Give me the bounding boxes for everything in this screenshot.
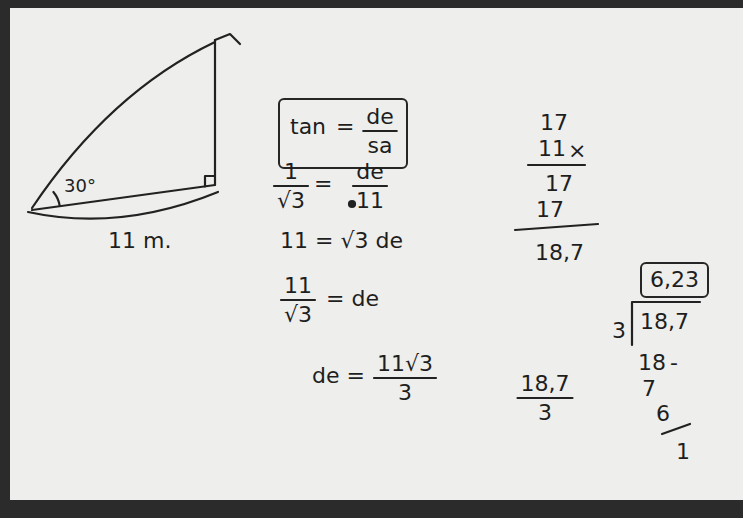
formula-text: 6,23	[650, 267, 699, 292]
formula-text: 18,7	[521, 371, 570, 396]
multiply-rule	[528, 164, 585, 166]
formula-text: 11	[356, 188, 384, 213]
ink-dot	[349, 201, 355, 207]
formula-text: 11√3	[377, 351, 433, 376]
triangle-hypotenuse	[32, 42, 215, 208]
top-flag-mark	[215, 34, 240, 44]
board-surface	[10, 8, 743, 500]
formula-text: de	[356, 159, 384, 184]
formula-text: de =	[312, 363, 365, 388]
formula-text: =	[314, 171, 332, 196]
division-digit: 6	[656, 401, 670, 426]
division-digit: 7	[642, 376, 656, 401]
division-bracket	[632, 302, 700, 345]
division-digit: 18	[638, 350, 666, 375]
formula-text: 11 = √3 de	[280, 228, 403, 253]
fraction-bar	[281, 299, 315, 301]
dimension-label: 11 m.	[108, 228, 171, 253]
angle-arc	[53, 192, 59, 206]
division-digit: 3	[612, 318, 626, 343]
formula-text: 3	[398, 380, 412, 405]
formula-text: tan	[290, 114, 326, 139]
fraction-bar	[363, 130, 397, 132]
right-angle-mark	[205, 176, 215, 187]
formula-text: √3	[277, 188, 305, 213]
fraction-bar	[518, 397, 573, 399]
triangle-height	[214, 40, 216, 185]
formula-text: 11	[284, 273, 312, 298]
multiplication-digit: 18,7	[535, 240, 584, 265]
sum-rule	[515, 224, 598, 230]
division-digit: 1	[676, 439, 690, 464]
formula-text: = de	[326, 286, 379, 311]
formula-text: de	[366, 104, 394, 129]
formula-text: 3	[538, 400, 552, 425]
fraction-bar	[353, 185, 387, 187]
formula-text: 1	[284, 159, 298, 184]
multiplication-digit: 17	[545, 171, 573, 196]
formula-text: =	[336, 114, 354, 139]
triangle-base	[32, 185, 215, 210]
multiplication-digit: 17	[536, 197, 564, 222]
multiplication-digit: ×	[568, 138, 586, 163]
multiplication-digit: 17	[540, 110, 568, 135]
formula-text: sa	[368, 133, 393, 158]
formula-text: √3	[284, 302, 312, 327]
fraction-bar	[274, 185, 308, 187]
division-digit: -	[670, 350, 678, 375]
angle-label: 30°	[64, 176, 96, 197]
fraction-bar	[374, 377, 436, 379]
answer-box: 6,23	[640, 262, 709, 298]
multiplication-digit: 11	[538, 136, 566, 161]
division-digit: 18,7	[640, 309, 689, 334]
formula-box: tan = de sa	[278, 98, 408, 169]
base-bracket	[28, 192, 218, 219]
